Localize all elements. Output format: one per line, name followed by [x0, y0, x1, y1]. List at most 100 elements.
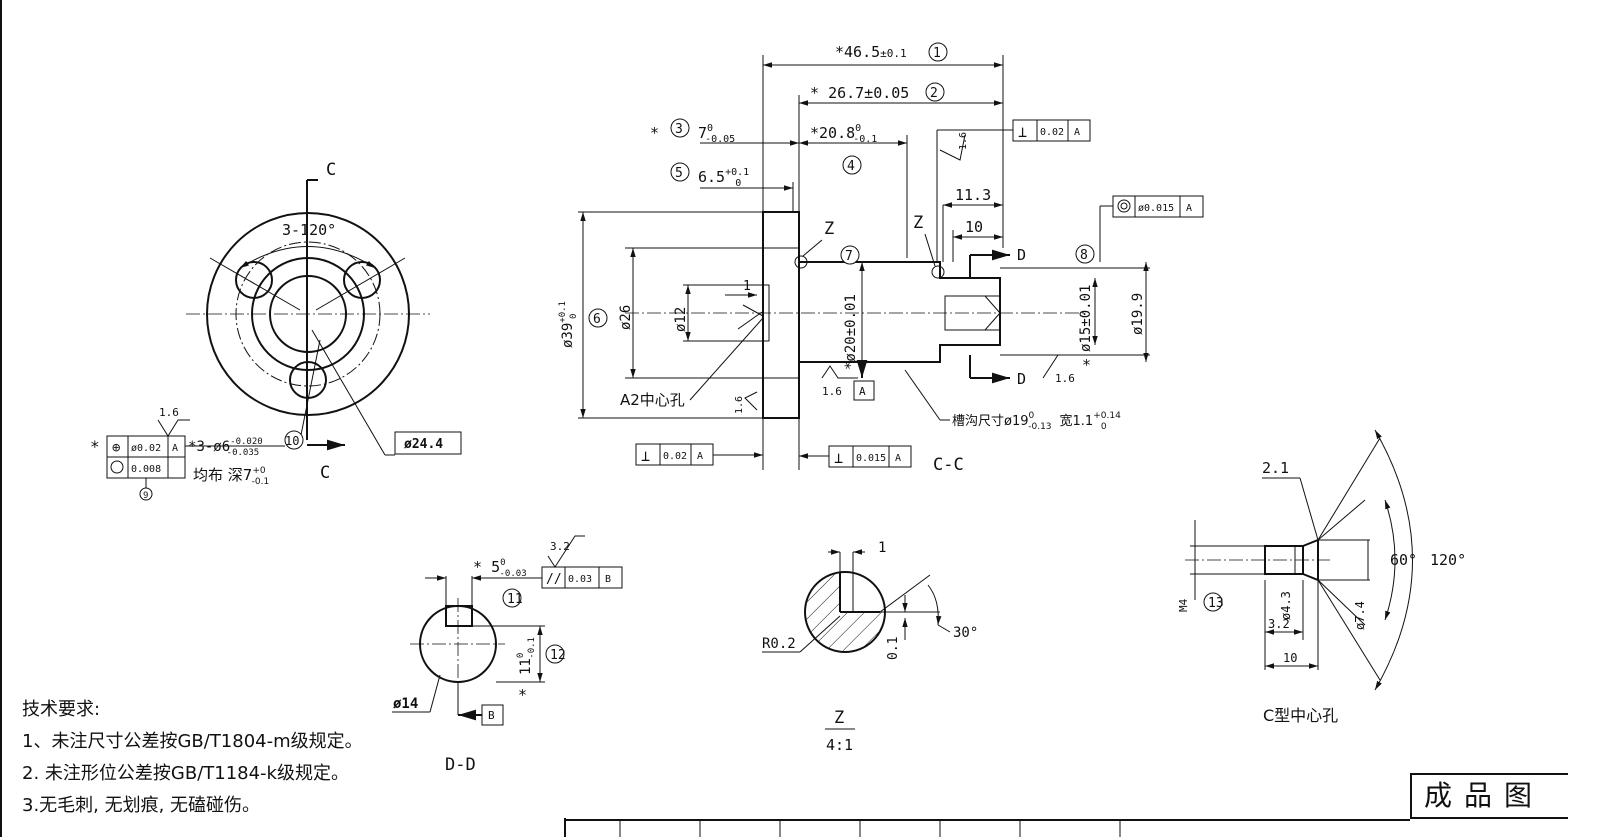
svg-text:ø0.02: ø0.02	[131, 443, 161, 454]
svg-text:⊥: ⊥	[1018, 123, 1027, 141]
svg-text:1.6: 1.6	[1055, 372, 1075, 385]
svg-text:30°: 30°	[953, 625, 978, 641]
svg-text:3-120°: 3-120°	[282, 221, 336, 239]
svg-text:60°: 60°	[1390, 551, 1417, 569]
svg-text:C: C	[326, 160, 336, 180]
dim-overall: *46.5±0.1 1	[762, 42, 1004, 248]
svg-text:* 26.7±0.05: * 26.7±0.05	[810, 84, 909, 102]
svg-text:R0.2: R0.2	[762, 636, 796, 652]
svg-text:ø0.015: ø0.015	[1138, 203, 1174, 214]
svg-text:7: 7	[845, 249, 853, 264]
view-z-detail: 1 30° 0.1 R0.2 Z 4:1	[762, 540, 978, 754]
svg-text:C: C	[320, 463, 330, 483]
svg-text:70-0.05: 70-0.05	[698, 123, 735, 145]
svg-text:Z: Z	[824, 219, 834, 239]
dim-7: * 3 70-0.05	[650, 118, 799, 146]
svg-text:ø15±0.01: ø15±0.01	[1078, 285, 1094, 352]
svg-text:A: A	[172, 443, 178, 454]
svg-text://: //	[546, 572, 562, 587]
svg-text:0.1: 0.1	[886, 637, 901, 660]
note-3: 3.无毛刺, 无划痕, 无磕碰伤。	[22, 795, 261, 816]
svg-text:*: *	[518, 686, 527, 704]
svg-text:*: *	[90, 437, 100, 456]
svg-text:6.5+0.10: 6.5+0.10	[698, 167, 749, 189]
note-2: 2. 未注形位公差按GB/T1184-k级规定。	[22, 763, 349, 784]
svg-text:C-C: C-C	[933, 455, 964, 475]
section-cc	[625, 211, 1085, 419]
svg-text:D-D: D-D	[445, 755, 476, 775]
svg-text:⊕: ⊕	[112, 440, 121, 456]
gdt-perp-top: ⊥ 0.02 A 1.6	[936, 119, 1091, 262]
svg-text:1: 1	[933, 46, 941, 61]
svg-text:0.008: 0.008	[131, 464, 161, 475]
svg-text:*: *	[650, 124, 659, 142]
svg-text:ø26: ø26	[618, 305, 634, 330]
svg-text:11.3: 11.3	[955, 186, 991, 204]
svg-text:1.6: 1.6	[958, 132, 969, 150]
svg-text:A: A	[1186, 203, 1192, 214]
svg-text:1: 1	[878, 540, 886, 556]
svg-text:0.03: 0.03	[568, 574, 592, 585]
svg-text:B: B	[488, 709, 495, 722]
gdt-concentricity: ø0.015 A	[1099, 195, 1204, 262]
svg-text:⊥: ⊥	[641, 447, 650, 465]
sheet-left-border	[0, 0, 2, 837]
svg-text:0.02: 0.02	[663, 451, 687, 462]
svg-text:3.2: 3.2	[1268, 617, 1290, 631]
svg-text:D: D	[1017, 370, 1026, 388]
finished-drawing-stamp: 成品图	[1410, 773, 1568, 819]
svg-text:1.6: 1.6	[734, 396, 745, 414]
svg-text:*46.5±0.1: *46.5±0.1	[835, 43, 907, 61]
svg-text:110-0.1: 110-0.1	[516, 637, 537, 675]
svg-text:D: D	[1017, 246, 1026, 264]
svg-text:10: 10	[965, 218, 983, 236]
svg-text:A2中心孔: A2中心孔	[620, 391, 685, 409]
svg-text:10: 10	[285, 434, 299, 448]
svg-text:2.1: 2.1	[1262, 459, 1289, 477]
svg-text:* 50-0.03: * 50-0.03	[473, 558, 527, 579]
svg-text:ø12: ø12	[673, 307, 689, 332]
svg-text:*: *	[1082, 356, 1091, 374]
svg-text:3.2: 3.2	[550, 540, 570, 553]
svg-text:⊥: ⊥	[834, 449, 843, 467]
svg-text:*3-ø6-0.020-0.035: *3-ø6-0.020-0.035	[188, 437, 263, 458]
svg-text:ø19.9: ø19.9	[1130, 293, 1146, 335]
svg-text:10: 10	[1283, 651, 1297, 665]
svg-text:ø24.4: ø24.4	[404, 437, 443, 452]
svg-text:A: A	[697, 451, 703, 462]
svg-text:13: 13	[1208, 596, 1224, 611]
svg-text:Z: Z	[834, 708, 844, 728]
svg-text:ø39+0.10: ø39+0.10	[558, 301, 579, 348]
svg-text:0.015: 0.015	[856, 453, 886, 464]
svg-text:ø7.4: ø7.4	[1353, 601, 1367, 630]
note-1: 1、未注尺寸公差按GB/T1804-m级规定。	[22, 731, 363, 752]
svg-text:5: 5	[675, 166, 683, 181]
svg-text:4:1: 4:1	[826, 736, 853, 754]
svg-text:A: A	[859, 385, 866, 398]
svg-text:1: 1	[743, 279, 751, 294]
svg-text:2: 2	[930, 86, 938, 101]
view-c-center-hole: 60° 120° 2.1 M4 13 ø4.3 ø7.4 3.2 10 C型中心…	[1177, 429, 1466, 725]
technical-requirements: 技术要求: 1、未注尺寸公差按GB/T1804-m级规定。 2. 未注形位公差按…	[22, 694, 363, 822]
svg-text:A: A	[1074, 127, 1080, 138]
svg-text:Z: Z	[913, 213, 923, 233]
section-d-markers: D D	[969, 246, 1026, 388]
svg-text:1.6: 1.6	[822, 385, 842, 398]
svg-text:*20.80-0.1: *20.80-0.1	[810, 123, 877, 145]
svg-text:M4: M4	[1177, 598, 1190, 612]
svg-text:120°: 120°	[1430, 551, 1466, 569]
svg-text:均布 深7+0-0.1: 均布 深7+0-0.1	[193, 466, 269, 487]
svg-text:B: B	[605, 574, 611, 585]
svg-text:*ø20±0.01: *ø20±0.01	[843, 294, 859, 370]
svg-text:1.6: 1.6	[159, 406, 179, 419]
svg-text:ø14: ø14	[393, 696, 418, 712]
svg-text:6: 6	[593, 312, 601, 327]
dim-11-3: 11.3 10	[942, 186, 1003, 262]
dim-20-8: *20.80-0.1 4	[799, 123, 908, 258]
svg-text:8: 8	[1080, 248, 1088, 263]
svg-text:12: 12	[550, 648, 566, 663]
